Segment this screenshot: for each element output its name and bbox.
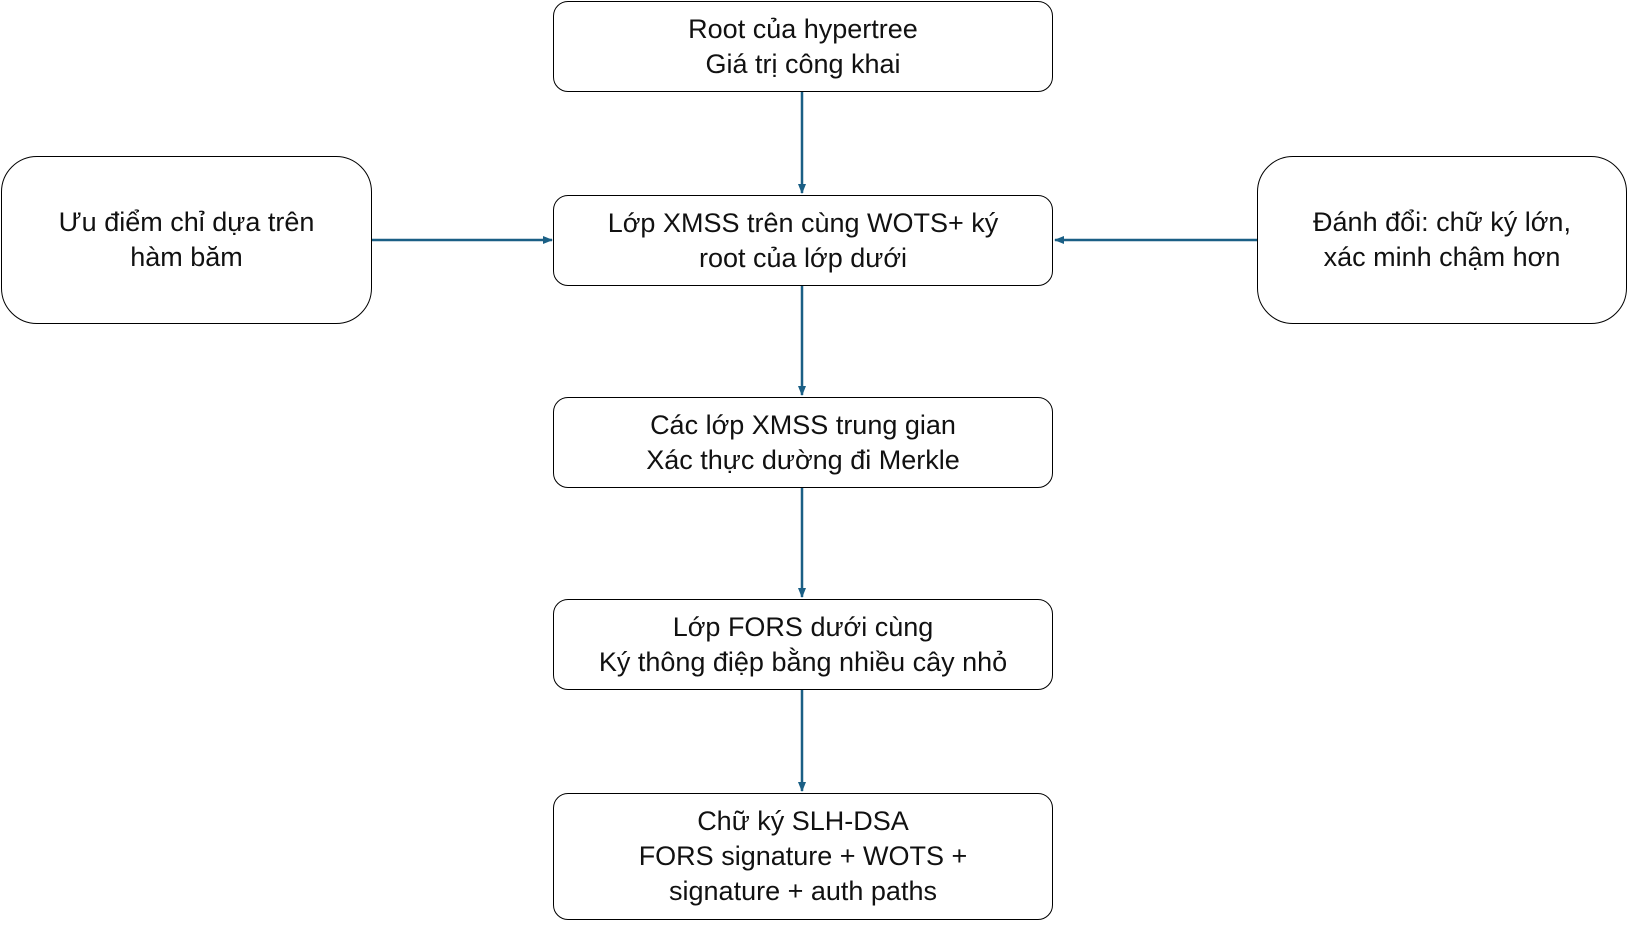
fors-layer-node: Lớp FORS dưới cùng Ký thông điệp bằng nh…: [553, 599, 1053, 690]
root-node-line1: Root của hypertree: [688, 13, 918, 44]
fors-layer-node-line2: Ký thông điệp bằng nhiều cây nhỏ: [598, 646, 1008, 677]
advantage-node-line2: hàm băm: [130, 242, 243, 272]
root-node-line2: Giá trị công khai: [705, 48, 901, 79]
tradeoff-node-line1: Đánh đổi: chữ ký lớn,: [1313, 207, 1571, 237]
advantage-node-line1: Ưu điểm chỉ dựa trên: [58, 207, 315, 237]
tradeoff-node: Đánh đổi: chữ ký lớn, xác minh chậm hơn: [1257, 156, 1627, 324]
top-layer-node-line1: Lớp XMSS trên cùng WOTS+ ký: [607, 207, 999, 238]
top-layer-node-line2: root của lớp dưới: [698, 242, 908, 273]
advantage-node: Ưu điểm chỉ dựa trên hàm băm: [1, 156, 372, 324]
root-node: Root của hypertree Giá trị công khai: [553, 1, 1053, 92]
signature-node-line3: signature + auth paths: [669, 876, 937, 906]
intermediate-layer-node-line1: Các lớp XMSS trung gian: [650, 409, 956, 440]
intermediate-layer-node: Các lớp XMSS trung gian Xác thực dường đ…: [553, 397, 1053, 488]
signature-node-line1: Chữ ký SLH-DSA: [697, 806, 909, 836]
signature-node-line2: FORS signature + WOTS +: [638, 841, 968, 871]
intermediate-layer-node-line2: Xác thực dường đi Merkle: [646, 444, 960, 475]
top-layer-node: Lớp XMSS trên cùng WOTS+ ký root của lớp…: [553, 195, 1053, 286]
tradeoff-node-line2: xác minh chậm hơn: [1323, 242, 1561, 272]
fors-layer-node-line1: Lớp FORS dưới cùng: [672, 611, 934, 642]
signature-node: Chữ ký SLH-DSA FORS signature + WOTS + s…: [553, 793, 1053, 920]
